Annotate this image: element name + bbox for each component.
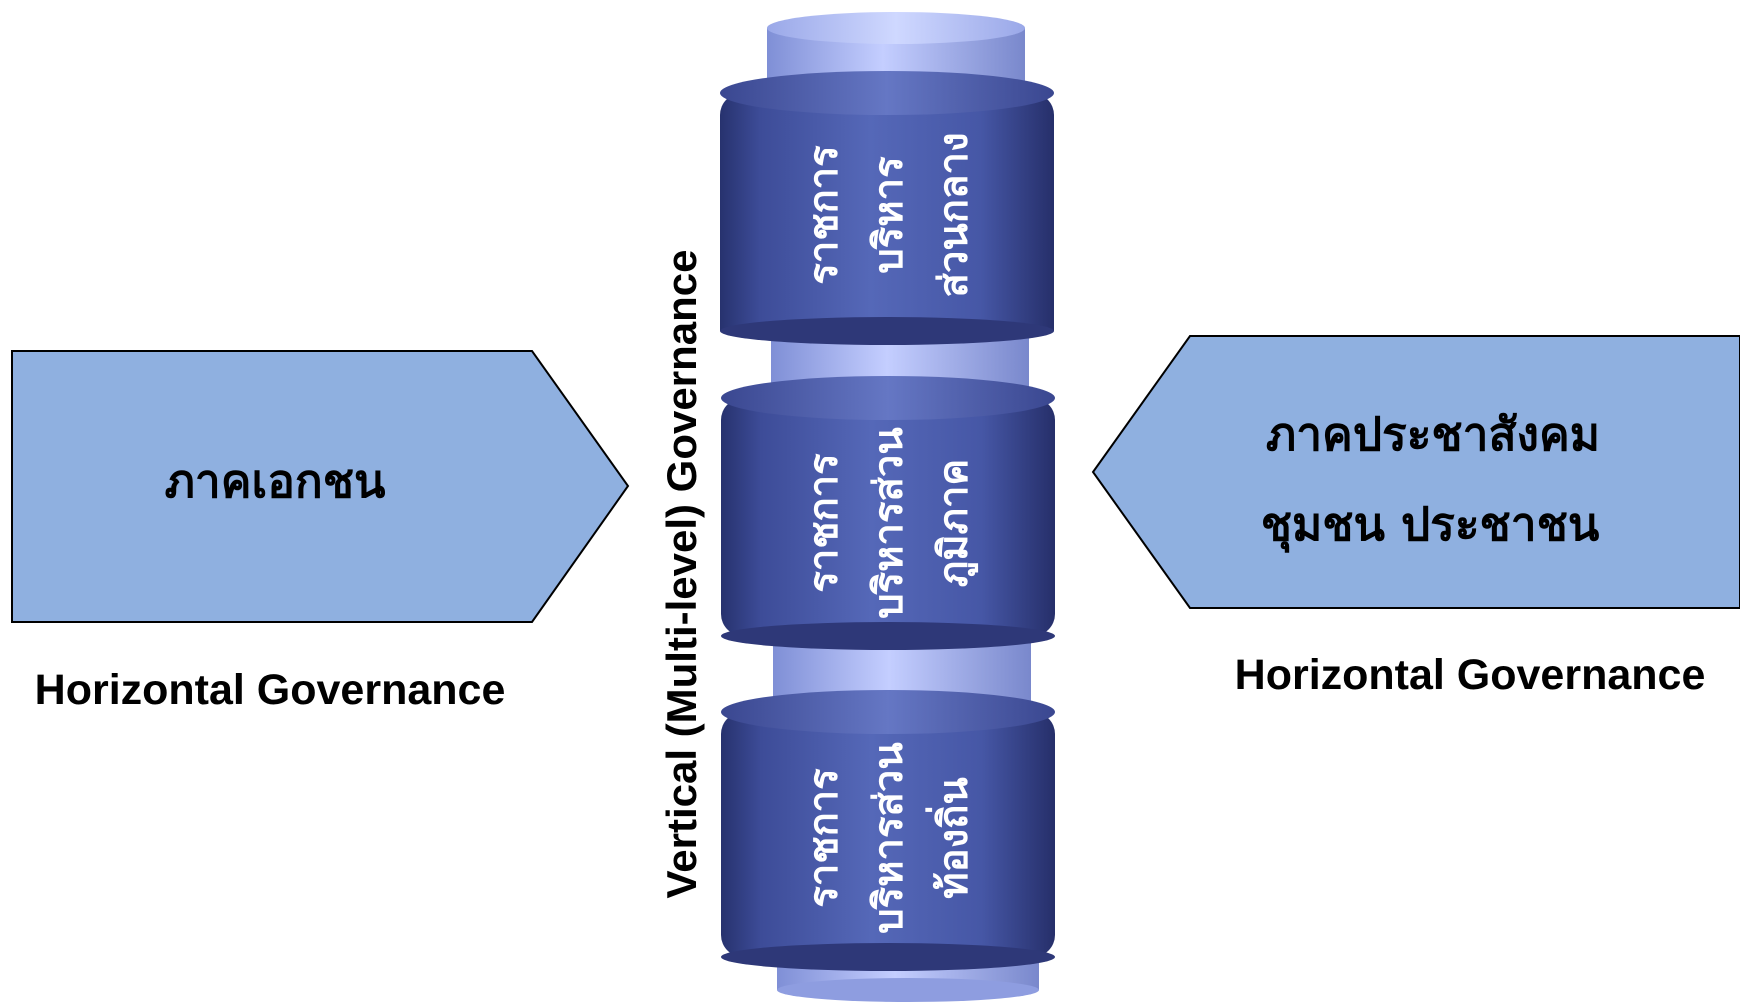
tier-3-line-3: ท้องถิ่น [925,777,977,898]
tier-3-cylinder [721,690,1055,971]
right-horizontal-caption: Horizontal Governance [1235,651,1706,699]
tier-1-text: ราชการ บริหาร ส่วนกลาง [801,133,977,298]
cylinder-stack: ราชการ บริหาร ส่วนกลาง ราชการ บริหารส่วน… [720,12,1055,1002]
tier-3-line-1: ราชการ [801,768,847,908]
tier-1-cylinder [720,71,1054,345]
tier-2-line-3: ภูมิภาค [931,459,978,587]
tier-3-line-2: บริหารส่วน [866,742,912,933]
tier-2-cylinder [721,376,1055,650]
tier-2-line-1: ราชการ [801,453,847,593]
tier-2-text: ราชการ บริหารส่วน ภูมิภาค [801,427,978,618]
right-box-label-line2: ชุมชน ประชาชน [1261,497,1600,553]
left-horizontal-caption: Horizontal Governance [35,666,506,714]
tier-2-line-2: บริหารส่วน [866,427,912,618]
vertical-governance-caption: Vertical (Multi-level) Governance [658,250,705,899]
left-arrow-box [11,350,630,623]
tier-1-line-1: ราชการ [801,145,847,285]
tier-3-text: ราชการ บริหารส่วน ท้องถิ่น [801,742,977,933]
tier-1-line-3: ส่วนกลาง [931,133,977,298]
left-box-label: ภาคเอกชน [165,454,386,508]
tier-1-line-2: บริหาร [866,156,912,274]
right-arrow-box [1091,335,1740,609]
right-box-label-line1: ภาคประชาสังคม [1266,407,1600,461]
